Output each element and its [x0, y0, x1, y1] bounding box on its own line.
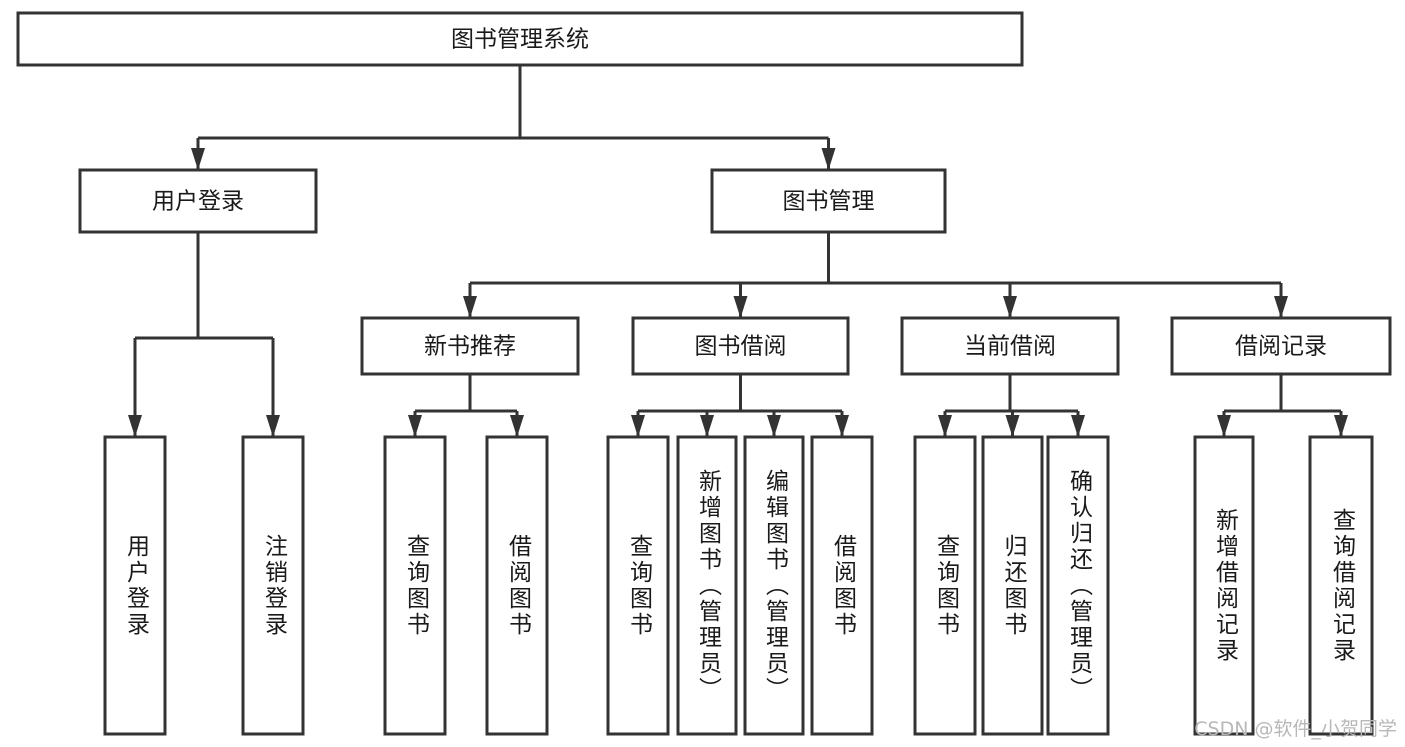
- arrow-into-leaf-查询图书: [631, 415, 645, 437]
- node-label-图书借阅: 图书借阅: [695, 334, 787, 360]
- node-leaf-新增借阅记录-11[interactable]: [1193, 435, 1255, 736]
- node-leaf-归还图书-9[interactable]: [981, 435, 1044, 736]
- arrow-into-借阅记录: [1274, 296, 1288, 318]
- node-label-用户登录: 用户登录: [152, 189, 244, 215]
- node-level3-当前借阅[interactable]: [900, 316, 1120, 376]
- connector-layer: [128, 65, 1348, 437]
- node-level2-用户登录[interactable]: [78, 168, 318, 234]
- node-label-root: 图书管理系统: [451, 27, 589, 53]
- arrow-into-leaf-新增图书管理员: [700, 415, 714, 437]
- node-label-借阅记录: 借阅记录: [1235, 334, 1327, 360]
- node-leaf-确认归还管理员-10[interactable]: [1046, 435, 1110, 736]
- node-level3-图书借阅[interactable]: [631, 316, 850, 376]
- arrow-into-新书推荐: [463, 296, 477, 318]
- node-root-图书管理系统[interactable]: [16, 11, 1024, 67]
- node-leaf-查询借阅记录-12[interactable]: [1308, 435, 1374, 736]
- node-leaf-新增图书管理员-5[interactable]: [676, 435, 738, 736]
- node-level3-借阅记录[interactable]: [1170, 316, 1392, 376]
- node-leaf-注销登录-1[interactable]: [241, 435, 305, 736]
- arrow-into-leaf-借阅图书: [510, 415, 524, 437]
- arrow-into-leaf-新增借阅记录: [1217, 415, 1231, 437]
- node-leaf-编辑图书管理员-6[interactable]: [743, 435, 805, 736]
- node-leaf-查询图书-2[interactable]: [383, 435, 447, 736]
- arrow-into-leaf-编辑图书管理员: [767, 415, 781, 437]
- arrow-into-leaf-确认归还管理员: [1071, 415, 1085, 437]
- box-layer: [16, 11, 1392, 736]
- arrow-into-图书借阅: [733, 296, 748, 318]
- arrow-into-leaf-查询图书: [938, 415, 952, 437]
- node-label-图书管理: 图书管理: [783, 189, 875, 215]
- arrow-into-图书管理: [821, 148, 836, 170]
- arrow-into-leaf-注销登录: [266, 415, 280, 437]
- arrow-into-leaf-用户登录: [128, 415, 142, 437]
- node-label-新书推荐: 新书推荐: [424, 334, 516, 360]
- arrow-into-leaf-归还图书: [1005, 415, 1020, 437]
- watermark-text: CSDN @软件_小贺同学: [1194, 718, 1397, 740]
- node-leaf-查询图书-8[interactable]: [913, 435, 977, 736]
- node-leaf-借阅图书-7[interactable]: [810, 435, 874, 736]
- node-leaf-借阅图书-3[interactable]: [485, 435, 549, 736]
- node-level2-图书管理[interactable]: [710, 168, 947, 234]
- node-leaf-查询图书-4[interactable]: [606, 435, 670, 736]
- arrow-into-用户登录: [191, 148, 205, 170]
- arrow-into-当前借阅: [1003, 296, 1017, 318]
- arrow-into-leaf-借阅图书: [835, 415, 849, 437]
- arrow-into-leaf-查询图书: [408, 415, 422, 437]
- node-leaf-用户登录-0[interactable]: [103, 435, 167, 736]
- node-label-当前借阅: 当前借阅: [964, 334, 1056, 360]
- node-level3-新书推荐[interactable]: [360, 316, 580, 376]
- arrow-into-leaf-查询借阅记录: [1334, 415, 1348, 437]
